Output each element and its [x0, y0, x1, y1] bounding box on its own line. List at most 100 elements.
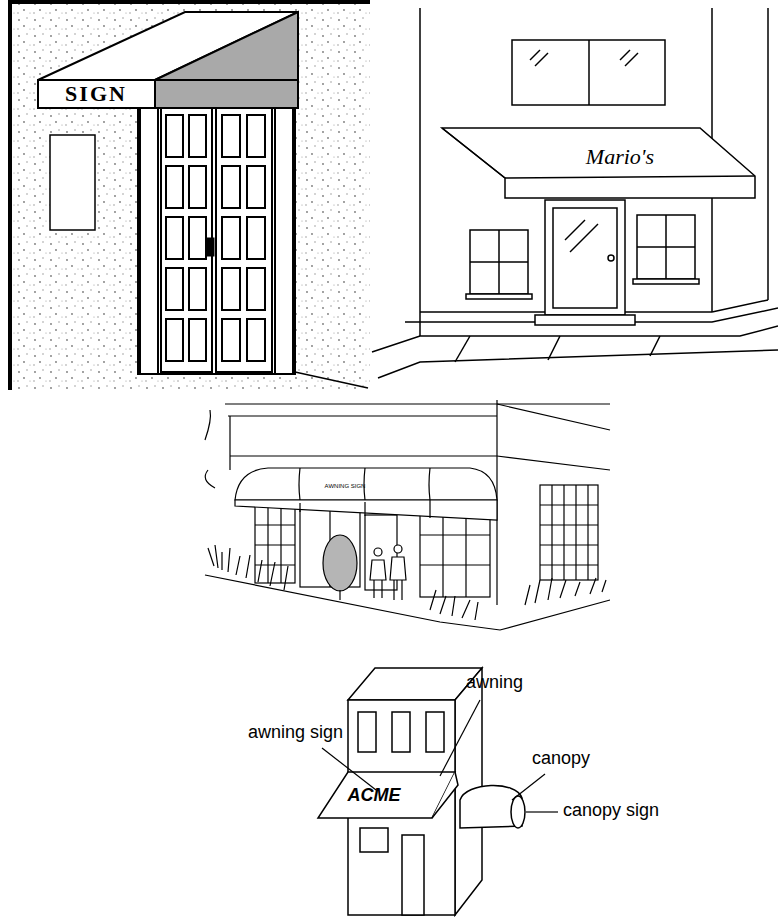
shop-awning-illustration-part	[587, 485, 588, 580]
storefront-illustration-part	[553, 208, 617, 308]
building-callout-illustration-part	[360, 828, 388, 852]
storefront-illustration-part	[419, 8, 421, 322]
storefront-illustration-part	[512, 40, 665, 105]
storefront-illustration-part	[565, 220, 585, 240]
awning-door-illustration-part-part	[247, 166, 265, 208]
building-callout-illustration-part	[402, 835, 424, 915]
callout-label: awning sign	[248, 722, 343, 744]
awning-door-illustration-part	[166, 115, 265, 361]
storefront-illustration-part	[625, 53, 638, 66]
shop-awning-illustration-part	[255, 505, 295, 583]
awning-door-illustration-part	[161, 108, 212, 372]
storefront-illustration-part	[637, 215, 695, 279]
storefront-illustration-part	[372, 326, 778, 352]
shop-awning-illustration-part	[442, 505, 443, 597]
storefront-illustration-part	[650, 336, 660, 356]
storefront-illustration-part	[455, 336, 470, 362]
shop-awning-illustration-part	[374, 580, 382, 598]
shop-awning-illustration-part	[497, 456, 610, 470]
storefront-illustration-part	[637, 246, 695, 248]
node-text: ACME	[348, 785, 401, 806]
shop-awning-illustration-part	[390, 557, 406, 580]
awning-lettering: ACME	[338, 783, 410, 807]
awning-door-illustration-part	[138, 104, 295, 374]
awning-door-illustration-part	[216, 108, 272, 372]
shop-awning-illustration-part	[374, 548, 382, 556]
building-callout-illustration-part	[392, 712, 410, 752]
shop-awning-illustration-part	[205, 410, 215, 488]
shop-awning-illustration-part	[420, 534, 490, 535]
shop-awning-illustration-part	[540, 485, 598, 580]
awning-door-illustration-part-part	[189, 268, 206, 310]
shop-awning-illustration-part	[551, 485, 552, 580]
awning-door-illustration-part-part	[189, 166, 206, 208]
storefront-illustration-part	[620, 50, 630, 60]
awning-door-illustration-part-part	[247, 115, 265, 157]
awning-lettering: AWNING SIGN	[315, 481, 375, 491]
awning-door-illustration-part	[38, 12, 298, 80]
shop-awning-illustration-part	[525, 578, 606, 605]
awning-lettering: Mario's	[545, 142, 695, 172]
shop-awning-illustration-part	[394, 580, 402, 600]
shop-awning-illustration-part	[229, 416, 230, 470]
awning-door-illustration-part	[12, 4, 370, 390]
shop-awning-illustration-part	[235, 468, 497, 500]
shop-awning-illustration-part	[280, 505, 281, 583]
awning-door-illustration-part-part	[189, 217, 206, 259]
storefront-illustration-part	[767, 8, 769, 300]
shop-awning-illustration-part	[497, 404, 610, 430]
awning-door-illustration-part-part	[166, 166, 183, 208]
storefront-illustration-part	[545, 200, 625, 315]
storefront-illustration-part	[588, 40, 590, 105]
awning-door-illustration-part	[10, 0, 370, 4]
shop-awning-illustration-part	[339, 590, 340, 600]
building-callout-illustration-part	[322, 748, 376, 790]
storefront-illustration-part	[608, 255, 614, 261]
building-callout-illustration-part	[358, 712, 376, 752]
awning-door-illustration-part	[50, 135, 95, 230]
shop-awning-illustration-part	[225, 403, 610, 404]
awning-door-illustration-part-part	[247, 217, 265, 259]
storefront-illustration-part	[470, 261, 528, 263]
building-callout-illustration	[318, 668, 558, 915]
storefront-illustration-part	[505, 176, 755, 178]
building-callout-illustration-part	[440, 700, 480, 776]
storefront-illustration-part	[466, 294, 532, 299]
storefront-illustration-part	[633, 279, 699, 284]
awning-door-illustration-part	[207, 238, 214, 256]
shop-awning-illustration-part	[208, 545, 288, 590]
shop-awning-illustration-part	[228, 415, 497, 416]
storefront-illustration-part	[570, 224, 598, 252]
shop-awning-illustration	[205, 400, 610, 630]
shop-awning-illustration-part	[235, 500, 497, 520]
awning-door-illustration-part	[155, 12, 298, 80]
sign-board: SIGN	[38, 80, 155, 108]
awning-door-illustration-part	[38, 80, 155, 108]
shop-awning-illustration-part	[267, 505, 268, 583]
storefront-illustration-part	[470, 230, 528, 294]
storefront-illustration-part	[442, 128, 755, 198]
storefront-illustration-part	[712, 300, 768, 312]
awning-door-illustration-part-part	[166, 319, 183, 361]
building-callout-illustration-part	[426, 712, 444, 752]
awning-door-illustration-part-part	[247, 319, 265, 361]
awning-door-illustration-part-part	[222, 319, 240, 361]
shop-awning-illustration-part	[205, 575, 610, 630]
building-callout-illustration-part	[318, 772, 455, 818]
awning-door-illustration-part-part	[222, 268, 240, 310]
awning-door-illustration-part	[275, 108, 293, 374]
awning-door-illustration-part-part	[222, 115, 240, 157]
callout-label: canopy	[532, 748, 590, 770]
shop-awning-illustration-part	[230, 455, 497, 456]
storefront-illustration-part	[548, 336, 560, 360]
shop-awning-illustration-part	[394, 545, 402, 553]
awning-door-illustration-part-part	[166, 115, 183, 157]
shop-awning-illustration-part	[575, 485, 576, 580]
awning-door-illustration-part	[8, 0, 12, 390]
building-callout-illustration-part	[432, 772, 458, 818]
shop-awning-illustration-part	[323, 535, 357, 591]
shop-awning-illustration-part	[540, 524, 598, 525]
storefront-illustration-part	[530, 50, 540, 60]
shop-awning-illustration-part	[300, 500, 430, 518]
